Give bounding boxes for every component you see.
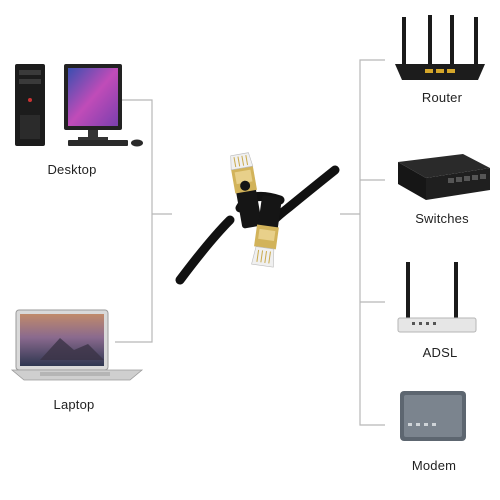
desktop-computer-icon [15, 64, 143, 147]
device-label-laptop: Laptop [53, 397, 95, 412]
network-switch-icon [398, 154, 490, 200]
device-label-router: Router [421, 90, 463, 105]
adsl-modem-icon [397, 262, 477, 333]
device-label-modem: Modem [411, 458, 457, 473]
left-bracket-line [115, 99, 153, 343]
modem-icon [400, 391, 466, 441]
device-label-switches: Switches [415, 211, 469, 226]
device-label-desktop: Desktop [47, 162, 97, 177]
right-bracket-line [359, 59, 385, 426]
laptop-icon [10, 309, 144, 381]
ethernet-cable-icon [175, 152, 340, 285]
device-label-adsl: ADSL [422, 345, 458, 360]
router-icon [395, 15, 485, 80]
